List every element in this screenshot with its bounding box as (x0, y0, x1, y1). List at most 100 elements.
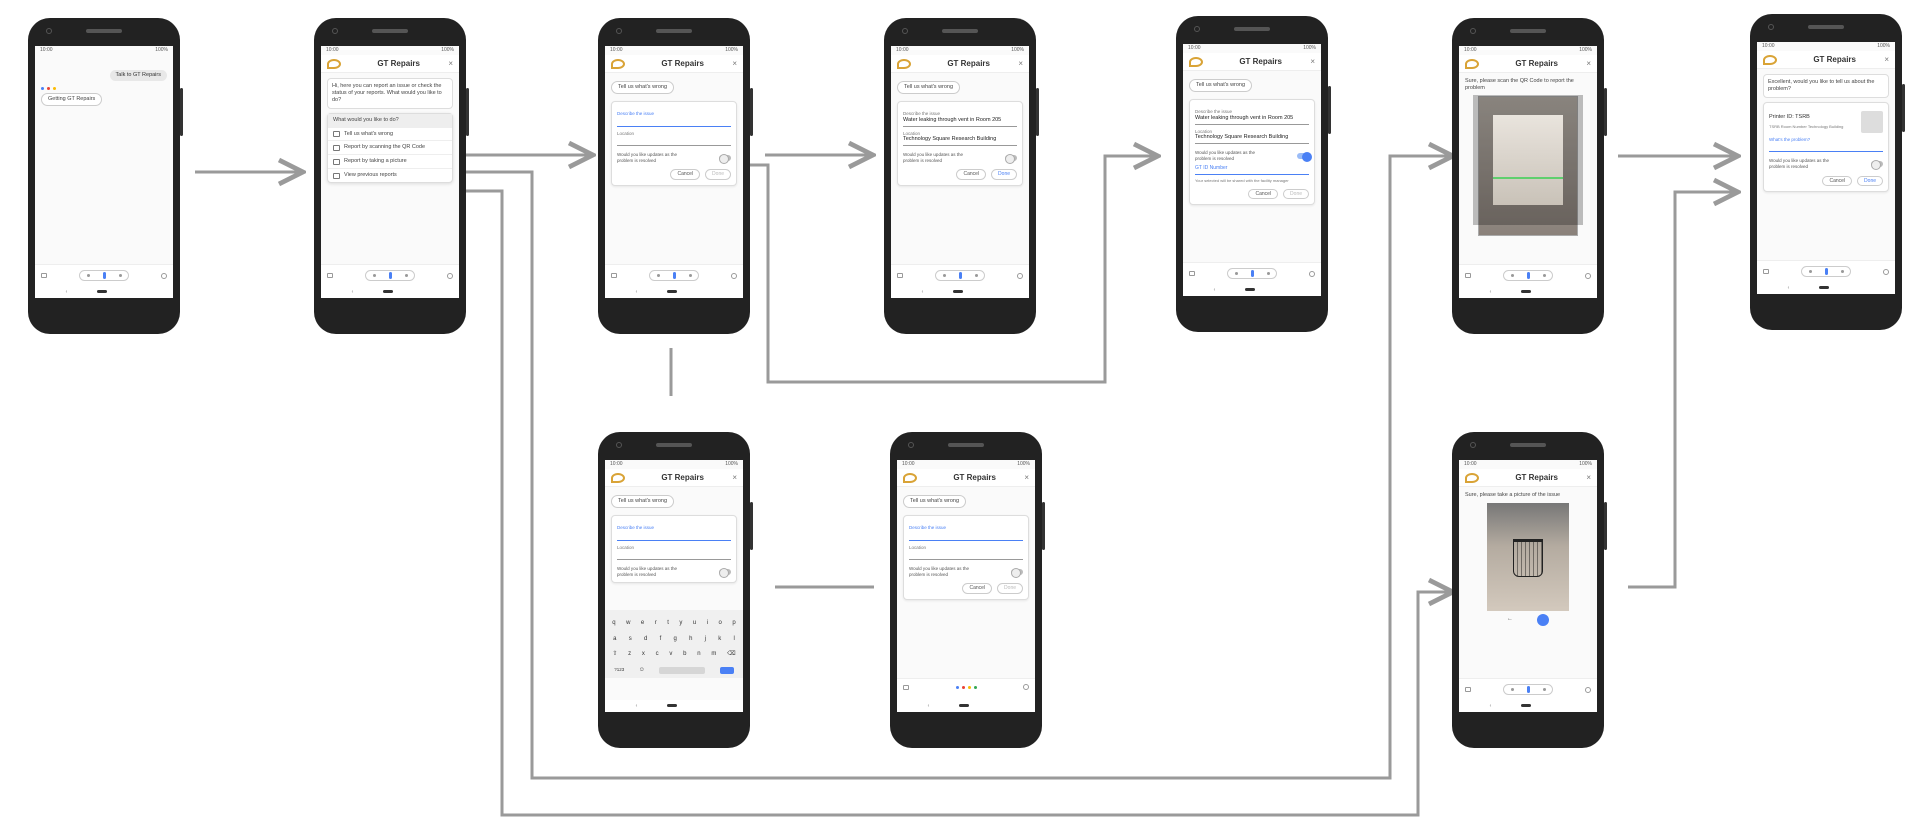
key[interactable]: z (628, 651, 632, 657)
mic-icon[interactable] (1526, 272, 1530, 279)
close-icon[interactable]: × (1884, 54, 1889, 64)
home-icon[interactable] (667, 290, 678, 294)
done-button[interactable]: Done (705, 169, 731, 180)
key[interactable]: l (733, 635, 735, 642)
compass-icon[interactable] (1017, 272, 1023, 279)
back-icon[interactable]: ‹ (635, 702, 638, 709)
location-field[interactable]: Location (909, 545, 1023, 561)
key[interactable]: p (732, 620, 736, 626)
key[interactable]: a (613, 635, 617, 642)
done-button[interactable]: Done (1857, 175, 1883, 186)
inbox-icon[interactable] (897, 273, 903, 278)
key[interactable]: b (683, 651, 687, 657)
input-pill[interactable] (1503, 684, 1553, 695)
cancel-button[interactable]: Cancel (962, 583, 993, 594)
qr-camera-view[interactable] (1478, 95, 1578, 236)
done-button[interactable]: Done (997, 583, 1023, 594)
back-icon[interactable]: ‹ (1213, 286, 1216, 293)
space-bar[interactable] (659, 666, 706, 674)
back-icon[interactable]: ‹ (635, 288, 638, 295)
key[interactable]: s (628, 635, 632, 642)
compass-icon[interactable] (1309, 270, 1315, 277)
mic-icon[interactable] (1526, 686, 1530, 693)
back-icon[interactable]: ‹ (1787, 284, 1790, 291)
home-icon[interactable] (383, 290, 394, 294)
key[interactable]: c (655, 651, 659, 657)
compass-icon[interactable] (731, 272, 737, 279)
describe-field[interactable]: Describe the issue (617, 111, 731, 127)
close-icon[interactable]: × (448, 58, 453, 68)
menu-item-scan-qr[interactable]: Report by scanning the QR Code (328, 140, 452, 154)
enter-key[interactable] (719, 666, 734, 674)
cancel-button[interactable]: Cancel (1248, 188, 1279, 199)
close-icon[interactable]: × (1586, 58, 1591, 68)
close-icon[interactable]: × (1018, 58, 1023, 68)
inbox-icon[interactable] (1189, 271, 1195, 276)
compass-icon[interactable] (1585, 686, 1591, 693)
location-field[interactable]: Location (617, 545, 731, 561)
input-pill[interactable] (1503, 270, 1553, 281)
back-icon[interactable]: ‹ (1489, 288, 1492, 295)
home-icon[interactable] (667, 704, 678, 708)
home-icon[interactable] (953, 290, 964, 294)
inbox-icon[interactable] (327, 273, 333, 278)
back-icon[interactable]: ‹ (351, 288, 354, 295)
home-icon[interactable] (1245, 288, 1256, 292)
mic-icon[interactable] (102, 272, 106, 279)
home-icon[interactable] (97, 290, 108, 294)
key[interactable]: d (643, 635, 648, 642)
done-button[interactable]: Done (1283, 188, 1309, 199)
key[interactable]: r (654, 620, 657, 626)
input-pill[interactable] (365, 270, 415, 281)
close-icon[interactable]: × (732, 472, 737, 482)
key[interactable]: t (667, 620, 669, 626)
back-icon[interactable]: ‹ (1489, 702, 1492, 709)
cancel-button[interactable]: Cancel (1822, 175, 1853, 186)
key[interactable]: e (640, 620, 645, 626)
key[interactable]: v (669, 651, 673, 657)
cancel-button[interactable]: Cancel (670, 169, 701, 180)
key[interactable]: o (718, 620, 722, 626)
updates-toggle[interactable] (1297, 151, 1312, 162)
mic-icon[interactable] (388, 272, 392, 279)
key[interactable]: j (704, 635, 707, 642)
cancel-button[interactable]: Cancel (956, 169, 987, 180)
updates-toggle[interactable] (1871, 160, 1883, 170)
inbox-icon[interactable] (611, 273, 617, 278)
inbox-icon[interactable] (1763, 269, 1769, 274)
menu-item-previous-reports[interactable]: View previous reports (328, 168, 452, 182)
symbols-key[interactable]: ?123 (614, 667, 625, 673)
back-icon[interactable]: ‹ (65, 288, 68, 295)
emoji-icon[interactable]: ☺ (638, 666, 645, 673)
inbox-icon[interactable] (903, 684, 909, 690)
close-icon[interactable]: × (1024, 472, 1029, 482)
updates-toggle[interactable] (719, 153, 731, 164)
key[interactable]: f (659, 635, 662, 642)
inbox-icon[interactable] (41, 273, 47, 278)
home-icon[interactable] (1521, 704, 1532, 708)
key[interactable]: y (679, 620, 683, 626)
menu-item-tell-us[interactable]: Tell us what's wrong (328, 126, 452, 141)
input-pill[interactable] (1227, 268, 1277, 279)
key[interactable]: x (641, 651, 645, 657)
home-icon[interactable] (1819, 286, 1830, 290)
home-icon[interactable] (1521, 290, 1532, 294)
done-button[interactable]: Done (991, 169, 1017, 180)
describe-field[interactable]: Describe the issue (617, 525, 731, 541)
compass-icon[interactable] (1023, 684, 1029, 690)
mic-icon[interactable] (672, 272, 676, 279)
updates-toggle[interactable] (1011, 567, 1023, 578)
key[interactable]: u (692, 620, 697, 626)
close-icon[interactable]: × (1586, 472, 1591, 482)
compass-icon[interactable] (447, 272, 453, 279)
confirm-photo-button[interactable] (1537, 613, 1549, 626)
key[interactable]: g (673, 635, 677, 642)
problem-field[interactable]: What's the problem? (1769, 137, 1883, 153)
back-icon[interactable]: ‹ (927, 702, 930, 709)
inbox-icon[interactable] (1465, 273, 1471, 278)
key[interactable]: m (711, 651, 717, 657)
close-icon[interactable]: × (732, 58, 737, 68)
